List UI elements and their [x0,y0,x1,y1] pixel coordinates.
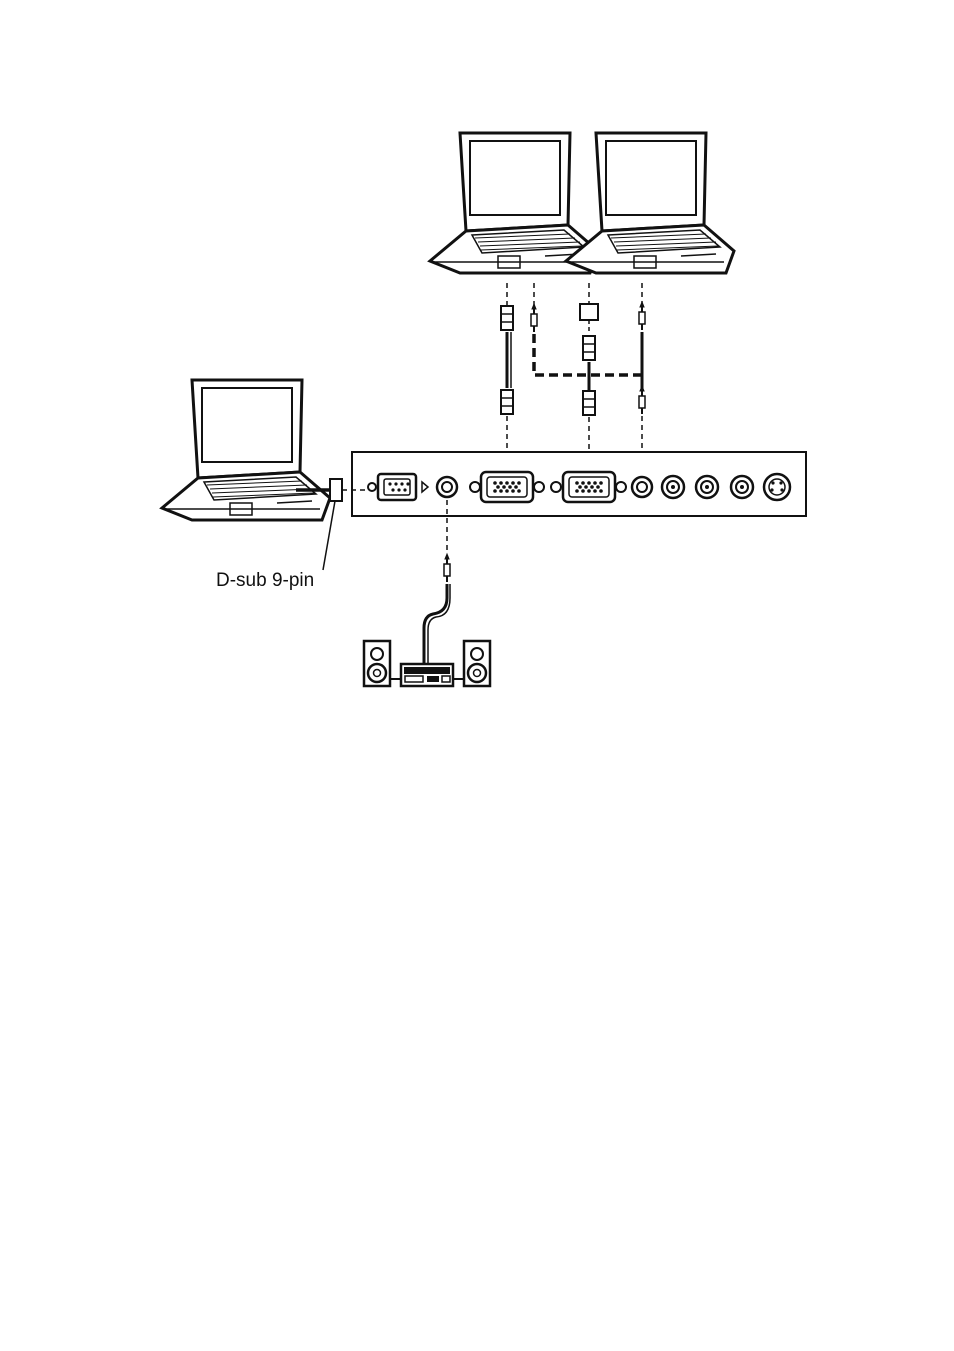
amplifier-icon [401,664,453,686]
speaker-icon [364,641,390,686]
connector-panel-icon [352,452,806,516]
cable-vga-1 [501,283,513,470]
speaker-icon [464,641,490,686]
cable-audio-1 [531,283,642,375]
rs232-connector-label: D-sub 9-pin [216,570,314,592]
cable-audio-out [424,500,450,668]
laptop-icon [566,133,734,273]
laptop-icon [162,380,330,520]
laptop-icon [430,133,598,273]
